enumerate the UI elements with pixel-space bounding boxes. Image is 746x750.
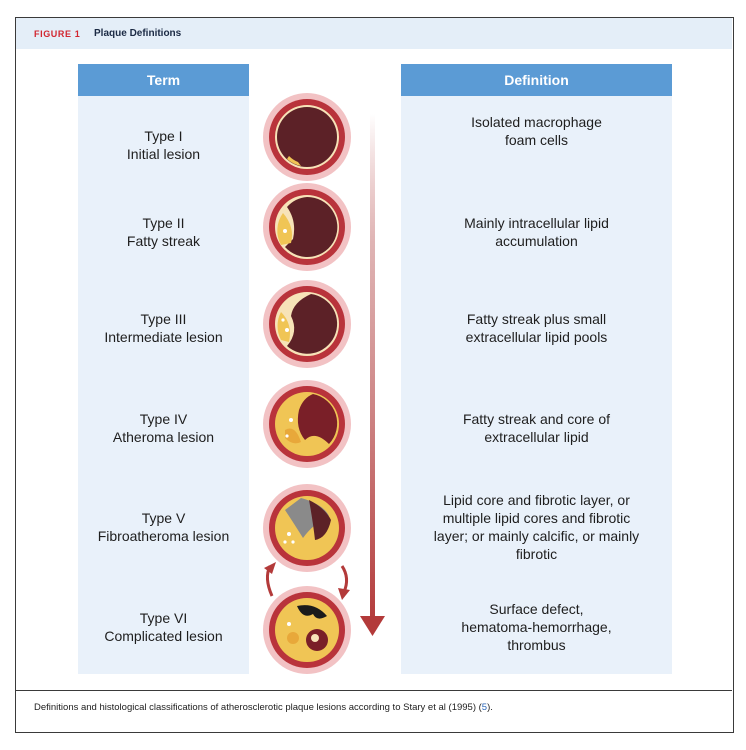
definition-line: extracellular lipid pools bbox=[465, 329, 608, 345]
term-type-label: Type I bbox=[144, 128, 183, 144]
figure-title: Plaque Definitions bbox=[94, 28, 182, 39]
term-type-label: Type IV bbox=[139, 411, 188, 427]
term-type-label: Type V bbox=[141, 510, 186, 526]
term-type-3: Type III Intermediate lesion bbox=[78, 301, 249, 355]
definition-type-4: Fatty streak and core of extracellular l… bbox=[401, 401, 672, 455]
plaque-progression-illustration bbox=[263, 93, 385, 674]
definition-column-header: Definition bbox=[401, 64, 672, 96]
definition-line: accumulation bbox=[495, 233, 578, 249]
term-type-6: Type VI Complicated lesion bbox=[78, 600, 249, 654]
figure-label: FIGURE 1 bbox=[34, 29, 81, 39]
term-column-panel bbox=[78, 64, 249, 674]
vessel-type-3-icon bbox=[263, 280, 351, 368]
reference-link[interactable]: 5 bbox=[481, 702, 488, 713]
term-lesion-name: Initial lesion bbox=[126, 146, 201, 162]
definition-column-panel bbox=[401, 64, 672, 674]
term-type-label: Type VI bbox=[139, 610, 188, 626]
vessel-type-4-icon bbox=[263, 380, 351, 468]
term-type-1: Type I Initial lesion bbox=[78, 118, 249, 172]
vessel-type-2-icon bbox=[263, 183, 351, 271]
definition-line: Lipid core and fibrotic layer, or bbox=[443, 492, 630, 508]
reversible-progression-arrows bbox=[264, 562, 350, 600]
definition-line: Fatty streak plus small bbox=[466, 311, 607, 327]
definition-type-2: Mainly intracellular lipid accumulation bbox=[401, 205, 672, 259]
vessel-type-1-icon bbox=[263, 93, 351, 181]
term-type-5: Type V Fibroatheroma lesion bbox=[78, 500, 249, 554]
term-lesion-name: Fibroatheroma lesion bbox=[97, 528, 230, 544]
progression-arrow bbox=[360, 114, 385, 636]
vessel-type-5-icon bbox=[263, 484, 351, 572]
definition-type-5: Lipid core and fibrotic layer, or multip… bbox=[401, 487, 672, 567]
figure-title-bar bbox=[16, 18, 732, 49]
definition-type-6: Surface defect, hematoma-hemorrhage, thr… bbox=[401, 594, 672, 660]
definition-line: Mainly intracellular lipid bbox=[464, 215, 609, 231]
definition-line: thrombus bbox=[507, 637, 566, 653]
definition-line: hematoma-hemorrhage, bbox=[461, 619, 612, 635]
vessel-type-6-icon bbox=[263, 586, 351, 674]
term-type-label: Type II bbox=[142, 215, 185, 231]
term-type-2: Type II Fatty streak bbox=[78, 205, 249, 259]
figure-caption: Definitions and histological classificat… bbox=[34, 702, 714, 713]
definition-line: Surface defect, bbox=[489, 601, 584, 617]
definition-type-3: Fatty streak plus small extracellular li… bbox=[401, 301, 672, 355]
term-type-label: Type III bbox=[140, 311, 187, 327]
term-lesion-name: Complicated lesion bbox=[104, 628, 223, 644]
caption-text: Definitions and histological classificat… bbox=[34, 702, 482, 713]
term-lesion-name: Intermediate lesion bbox=[104, 329, 223, 345]
term-column-header: Term bbox=[78, 64, 249, 96]
definition-line: Fatty streak and core of bbox=[462, 411, 611, 427]
term-type-4: Type IV Atheroma lesion bbox=[78, 401, 249, 455]
term-lesion-name: Fatty streak bbox=[126, 233, 201, 249]
definition-line: fibrotic bbox=[515, 546, 558, 562]
definition-type-1: Isolated macrophage foam cells bbox=[401, 104, 672, 158]
definition-line: Isolated macrophage bbox=[471, 114, 602, 130]
definition-line: extracellular lipid bbox=[484, 429, 589, 445]
caption-divider bbox=[16, 690, 732, 691]
definition-line: layer; or mainly calcific, or mainly bbox=[433, 528, 640, 544]
caption-end: ). bbox=[487, 702, 493, 713]
definition-line: multiple lipid cores and fibrotic bbox=[442, 510, 631, 526]
definition-line: foam cells bbox=[504, 132, 569, 148]
term-lesion-name: Atheroma lesion bbox=[112, 429, 215, 445]
